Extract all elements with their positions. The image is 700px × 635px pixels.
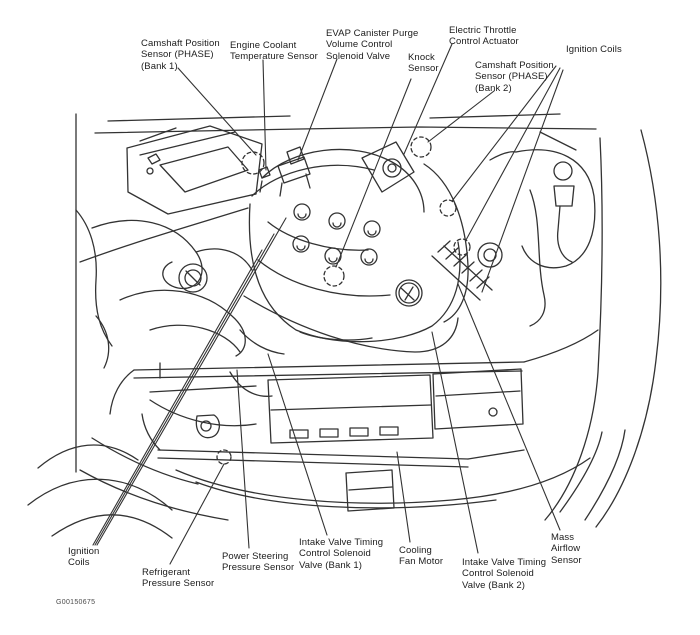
- hoses-left: [91, 219, 253, 369]
- label-intake-valve-timing-control-solenoid-valve-bank1: Intake Valve Timing Control Solenoid Val…: [299, 537, 384, 571]
- ignition-coil-marker-2: [453, 238, 471, 256]
- leader-power-steering: [236, 369, 250, 549]
- figure-code: G00150675: [56, 599, 96, 606]
- oil-cap: [395, 279, 423, 307]
- label-power-steering-pressure-sensor: Power Steering Pressure Sensor: [222, 551, 295, 574]
- ignition-coil-marker-1: [439, 199, 457, 217]
- coil-circles: [292, 203, 381, 266]
- leader-ignition-bottom-1: [92, 249, 263, 546]
- throttle-body: [361, 141, 415, 193]
- leader-camshaft-bank1: [177, 67, 257, 156]
- engine-center: [239, 141, 546, 355]
- label-camshaft-position-sensor-bank2: Camshaft Position Sensor (PHASE) (Bank 2…: [475, 60, 554, 94]
- leader-evap: [297, 58, 338, 161]
- camshaft-bank2-marker: [410, 136, 432, 158]
- label-knock-sensor: Knock Sensor: [408, 52, 439, 75]
- leader-intake-vt-bank2: [431, 331, 479, 554]
- leader-ignition-bottom-3: [96, 217, 287, 546]
- leader-ignition-bottom-2: [94, 233, 275, 546]
- leader-knock: [335, 78, 412, 268]
- leader-camshaft-bank2: [427, 90, 495, 143]
- label-mass-airflow-sensor: Mass Airflow Sensor: [551, 532, 582, 566]
- label-refrigerant-pressure-sensor: Refrigerant Pressure Sensor: [142, 567, 215, 590]
- camshaft-bank1-marker: [241, 151, 265, 175]
- label-engine-coolant-temperature-sensor: Engine Coolant Temperature Sensor: [230, 40, 318, 63]
- air-cleaner-box: [126, 125, 263, 215]
- label-electric-throttle-control-actuator: Electric Throttle Control Actuator: [449, 25, 519, 48]
- label-evap-canister-purge-volume-control-solenoid-valve: EVAP Canister Purge Volume Control Solen…: [326, 28, 419, 62]
- refrigerant-sensor-marker: [216, 449, 232, 465]
- leader-intake-vt-bank1: [267, 353, 328, 536]
- leader-ignition-top-1: [451, 65, 557, 202]
- front-structure: [109, 361, 591, 512]
- label-cooling-fan-motor: Cooling Fan Motor: [399, 545, 444, 568]
- coolant-temp-sensor: [258, 166, 271, 193]
- leader-refrigerant: [169, 463, 225, 565]
- car-body-outline: [27, 113, 662, 539]
- leader-throttle: [403, 43, 453, 155]
- leader-lines: [92, 43, 564, 565]
- label-ignition-coils-bottom: Ignition Coils: [68, 546, 100, 569]
- leader-cooling-fan: [396, 451, 411, 543]
- leader-mass-airflow: [457, 283, 561, 531]
- label-intake-valve-timing-control-solenoid-valve-bank2: Intake Valve Timing Control Solenoid Val…: [462, 557, 547, 591]
- label-ignition-coils-top: Ignition Coils: [566, 44, 622, 55]
- hidden-component-markers: [216, 136, 471, 465]
- right-bank-and-duct: [423, 163, 546, 327]
- strut-tower-right: [489, 149, 596, 269]
- knock-sensor-marker: [323, 265, 345, 287]
- leader-ignition-top-2: [465, 67, 561, 241]
- leader-coolant-temp: [262, 59, 267, 171]
- evap-purge-valve: [277, 146, 311, 197]
- label-camshaft-position-sensor-bank1: Camshaft Position Sensor (PHASE) (Bank 1…: [141, 38, 220, 72]
- leader-ignition-top-3: [481, 69, 564, 293]
